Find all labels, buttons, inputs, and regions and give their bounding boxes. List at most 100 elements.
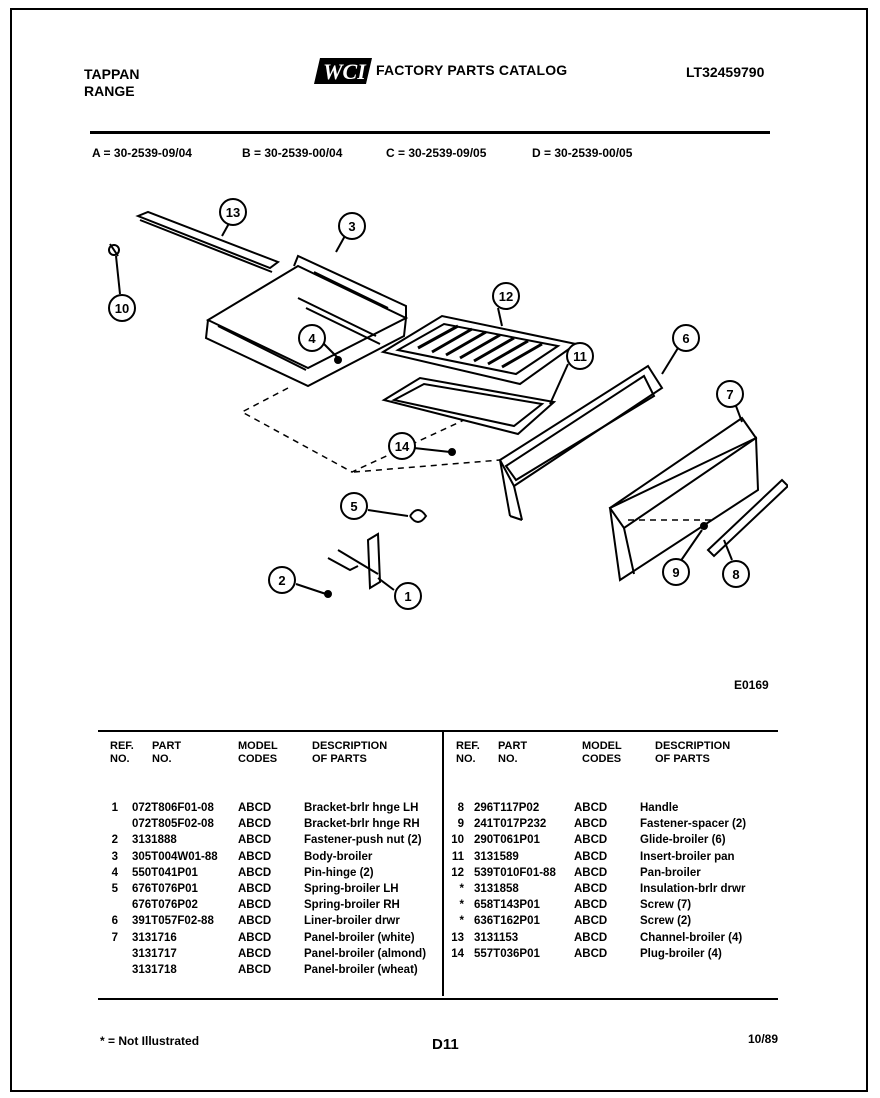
- part-description: Glide-broiler (6): [640, 834, 726, 847]
- part-channel-broiler: [135, 210, 281, 273]
- callout-13: 13: [219, 198, 247, 237]
- part-insert-broiler-pan: [381, 376, 557, 436]
- header-model-codes-right: MODEL CODES: [582, 740, 622, 765]
- model-code-d: D = 30-2539-00/05: [532, 146, 633, 160]
- part-description: Channel-broiler (4): [640, 931, 743, 944]
- ref-no: 13: [451, 931, 464, 944]
- brand-block: TAPPAN RANGE: [84, 66, 139, 100]
- model-codes: ABCD: [574, 866, 608, 879]
- part-description: Panel-broiler (white): [304, 931, 415, 944]
- model-codes: ABCD: [238, 866, 272, 879]
- part-no: 072T806F01-08: [132, 802, 214, 814]
- part-body-broiler: [204, 254, 409, 388]
- model-codes: ABCD: [238, 964, 272, 976]
- callout-12: 12: [492, 282, 520, 327]
- svg-text:4: 4: [308, 331, 316, 346]
- table-row: 14 557T036P01 ABCD Plug-broiler (4): [446, 948, 776, 964]
- part-no: 290T061P01: [474, 834, 540, 847]
- part-no: 391T057F02-88: [132, 915, 214, 928]
- part-description: Fastener-spacer (2): [640, 818, 747, 831]
- model-codes: ABCD: [574, 850, 608, 863]
- model-codes: ABCD: [238, 947, 272, 960]
- model-number: LT32459790: [686, 64, 765, 80]
- model-codes: ABCD: [238, 899, 272, 912]
- ref-no: 2: [111, 834, 118, 847]
- drawing-code: E0169: [734, 678, 769, 692]
- brand-line-1: TAPPAN: [84, 66, 140, 82]
- model-codes: ABCD: [238, 802, 272, 814]
- ref-no: *: [459, 915, 464, 928]
- parts-table-divider: [442, 730, 444, 996]
- catalog-title: FACTORY PARTS CATALOG: [376, 62, 568, 78]
- part-no: 3131718: [132, 964, 177, 976]
- part-description: Bracket-brlr hnge RH: [304, 818, 420, 831]
- part-no: 539T010F01-88: [474, 866, 556, 879]
- catalog-date: 10/89: [748, 1032, 779, 1046]
- ref-no: 4: [111, 866, 118, 879]
- header-part-no-right: PART NO.: [498, 740, 528, 765]
- ref-no: 7: [111, 931, 118, 944]
- ref-no: 6: [111, 915, 118, 928]
- ref-no: *: [459, 899, 464, 912]
- svg-text:8: 8: [732, 567, 739, 582]
- part-no: 296T117P02: [474, 802, 540, 814]
- ref-no: 5: [111, 883, 118, 895]
- model-codes: ABCD: [238, 850, 272, 863]
- callout-9: 9: [662, 529, 703, 586]
- header-ref-no-right: REF. NO.: [456, 740, 480, 765]
- callout-8: 8: [722, 539, 750, 588]
- svg-text:12: 12: [499, 289, 513, 304]
- svg-text:2: 2: [278, 573, 285, 588]
- part-description: Pin-hinge (2): [304, 866, 374, 879]
- model-codes: ABCD: [238, 883, 272, 895]
- part-description: Insulation-brlr drwr: [640, 883, 746, 895]
- callout-7: 7: [716, 380, 744, 423]
- parts-table: [98, 730, 778, 1000]
- part-description: Fastener-push nut (2): [304, 834, 422, 847]
- ref-no: 8: [457, 802, 464, 814]
- part-description: Spring-broiler LH: [304, 883, 399, 895]
- svg-text:10: 10: [115, 301, 129, 316]
- callout-14: 14: [388, 432, 451, 460]
- part-description: Panel-broiler (almond): [304, 947, 427, 960]
- header-rule: [90, 131, 770, 134]
- model-codes: ABCD: [574, 947, 608, 960]
- part-panel-broiler: [608, 416, 760, 582]
- svg-text:13: 13: [226, 205, 240, 220]
- part-no: 3131717: [132, 947, 177, 960]
- header-model-codes-left: MODEL CODES: [238, 740, 278, 765]
- ref-no: 3: [111, 850, 118, 863]
- part-description: Plug-broiler (4): [640, 947, 722, 960]
- callout-10: 10: [108, 255, 136, 322]
- svg-text:9: 9: [672, 565, 679, 580]
- model-codes: ABCD: [574, 931, 608, 944]
- table-row: 4 550T041P01 ABCD Pin-hinge (2): [100, 867, 430, 883]
- model-code-c: C = 30-2539-09/05: [386, 146, 487, 160]
- part-no: 658T143P01: [474, 899, 540, 912]
- part-description: Screw (7): [640, 899, 692, 912]
- model-codes: ABCD: [238, 834, 272, 847]
- part-no: 550T041P01: [132, 866, 198, 879]
- part-description: Spring-broiler RH: [304, 899, 400, 912]
- part-pan-broiler: [380, 314, 579, 386]
- header-ref-no-left: REF. NO.: [110, 740, 134, 765]
- ref-no: 14: [451, 947, 464, 960]
- wci-logo-graphic: WCI: [314, 58, 372, 84]
- part-no: 557T036P01: [474, 947, 540, 960]
- part-no: 305T004W01-88: [132, 850, 218, 863]
- part-no: 3131888: [132, 834, 177, 847]
- svg-text:14: 14: [395, 439, 410, 454]
